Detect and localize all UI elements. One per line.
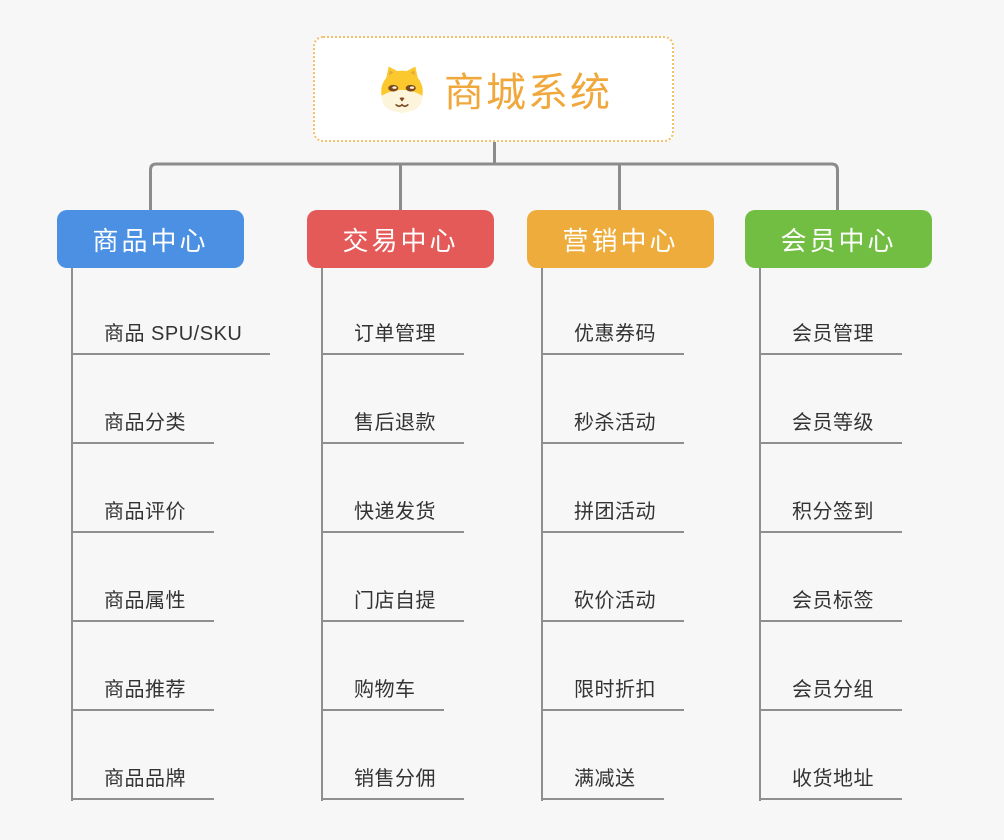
leaf-node[interactable]: 会员等级 bbox=[759, 404, 902, 444]
branch-spine bbox=[71, 268, 73, 801]
leaf-node[interactable]: 销售分佣 bbox=[321, 760, 464, 800]
branch-trade-center: 交易中心 订单管理 售后退款 快递发货 门店自提 购物车 销售分佣 bbox=[307, 210, 537, 801]
branch-product-center: 商品中心 商品 SPU/SKU 商品分类 商品评价 商品属性 商品推荐 商品品牌 bbox=[57, 210, 287, 801]
leaf-node[interactable]: 门店自提 bbox=[321, 582, 464, 622]
dog-face-icon bbox=[381, 66, 423, 113]
leaf-node[interactable]: 快递发货 bbox=[321, 493, 464, 533]
leaf-node[interactable]: 商品评价 bbox=[71, 493, 214, 533]
root-node-title: 商城系统 bbox=[444, 71, 612, 115]
leaf-node[interactable]: 优惠券码 bbox=[541, 315, 684, 355]
root-node[interactable]: 商城系统 bbox=[313, 36, 674, 142]
leaf-node[interactable]: 商品推荐 bbox=[71, 671, 214, 711]
leaf-node[interactable]: 会员标签 bbox=[759, 582, 902, 622]
leaf-node[interactable]: 商品分类 bbox=[71, 404, 214, 444]
leaf-node[interactable]: 商品属性 bbox=[71, 582, 214, 622]
branch-node-trade-center[interactable]: 交易中心 bbox=[307, 210, 494, 268]
branch-spine bbox=[321, 268, 323, 801]
branch-spine bbox=[541, 268, 543, 801]
leaf-node[interactable]: 会员管理 bbox=[759, 315, 902, 355]
leaf-node[interactable]: 会员分组 bbox=[759, 671, 902, 711]
branch-spine bbox=[759, 268, 761, 801]
leaf-node[interactable]: 购物车 bbox=[321, 671, 444, 711]
leaf-node[interactable]: 售后退款 bbox=[321, 404, 464, 444]
branch-node-member-center[interactable]: 会员中心 bbox=[745, 210, 932, 268]
leaf-node[interactable]: 限时折扣 bbox=[541, 671, 684, 711]
leaf-node[interactable]: 商品 SPU/SKU bbox=[71, 315, 271, 355]
branch-node-product-center[interactable]: 商品中心 bbox=[57, 210, 244, 268]
leaf-node[interactable]: 收货地址 bbox=[759, 760, 902, 800]
branch-node-marketing-center[interactable]: 营销中心 bbox=[527, 210, 714, 268]
leaf-node[interactable]: 满减送 bbox=[541, 760, 664, 800]
branch-marketing-center: 营销中心 优惠券码 秒杀活动 拼团活动 砍价活动 限时折扣 满减送 bbox=[527, 210, 757, 801]
leaf-node[interactable]: 拼团活动 bbox=[541, 493, 684, 533]
leaf-node[interactable]: 秒杀活动 bbox=[541, 404, 684, 444]
branch-member-center: 会员中心 会员管理 会员等级 积分签到 会员标签 会员分组 收货地址 bbox=[745, 210, 975, 801]
leaf-node[interactable]: 订单管理 bbox=[321, 315, 464, 355]
leaf-node[interactable]: 积分签到 bbox=[759, 493, 902, 533]
leaf-node[interactable]: 砍价活动 bbox=[541, 582, 684, 622]
leaf-node[interactable]: 商品品牌 bbox=[71, 760, 214, 800]
